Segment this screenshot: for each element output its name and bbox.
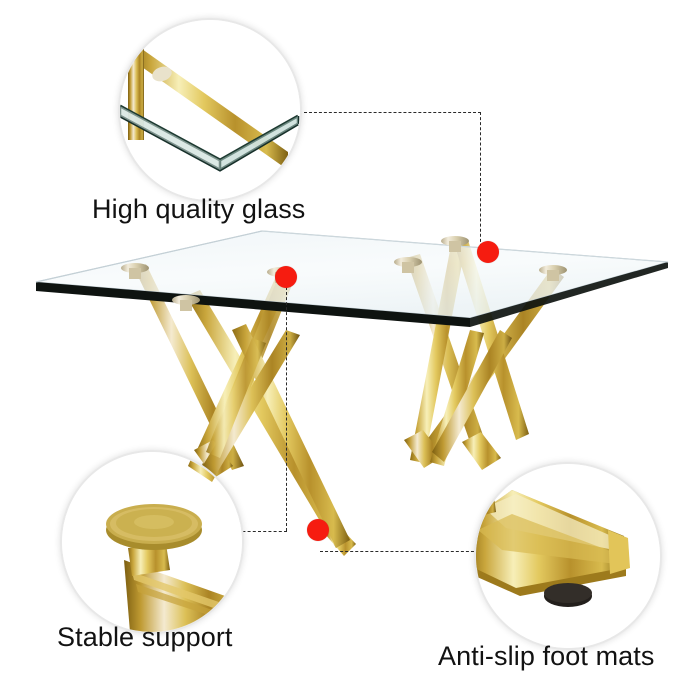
glass-edge-corner-detail: [120, 20, 300, 200]
caption-stable-support: Stable support: [57, 622, 233, 652]
mounting-cap: [121, 263, 149, 279]
callout-anti-slip-foot-mats: [474, 462, 662, 650]
marker-dot-glass: [477, 241, 499, 263]
stable-support-detail: [62, 452, 242, 632]
connector-glass-v: [480, 112, 481, 252]
leg-front-segments: [200, 324, 512, 548]
mounting-cap: [539, 265, 567, 281]
marker-dot-support: [275, 266, 297, 288]
caption-anti-slip-foot-mats: Anti-slip foot mats: [438, 641, 655, 671]
anti-slip-foot-mat-detail: [476, 464, 660, 648]
connector-support-h: [232, 531, 287, 532]
marker-dot-footmat: [307, 519, 329, 541]
connector-support-v: [286, 277, 287, 531]
mounting-cap: [172, 295, 200, 311]
caption-high-quality-glass: High quality glass: [92, 194, 306, 224]
connector-footmat-h: [320, 551, 484, 552]
connector-glass-h: [304, 112, 481, 113]
callout-stable-support: [60, 450, 244, 634]
mounting-cap: [441, 236, 469, 252]
glass-tabletop: [35, 230, 669, 327]
callout-high-quality-glass: [118, 18, 302, 202]
mounting-cap: [394, 257, 422, 273]
